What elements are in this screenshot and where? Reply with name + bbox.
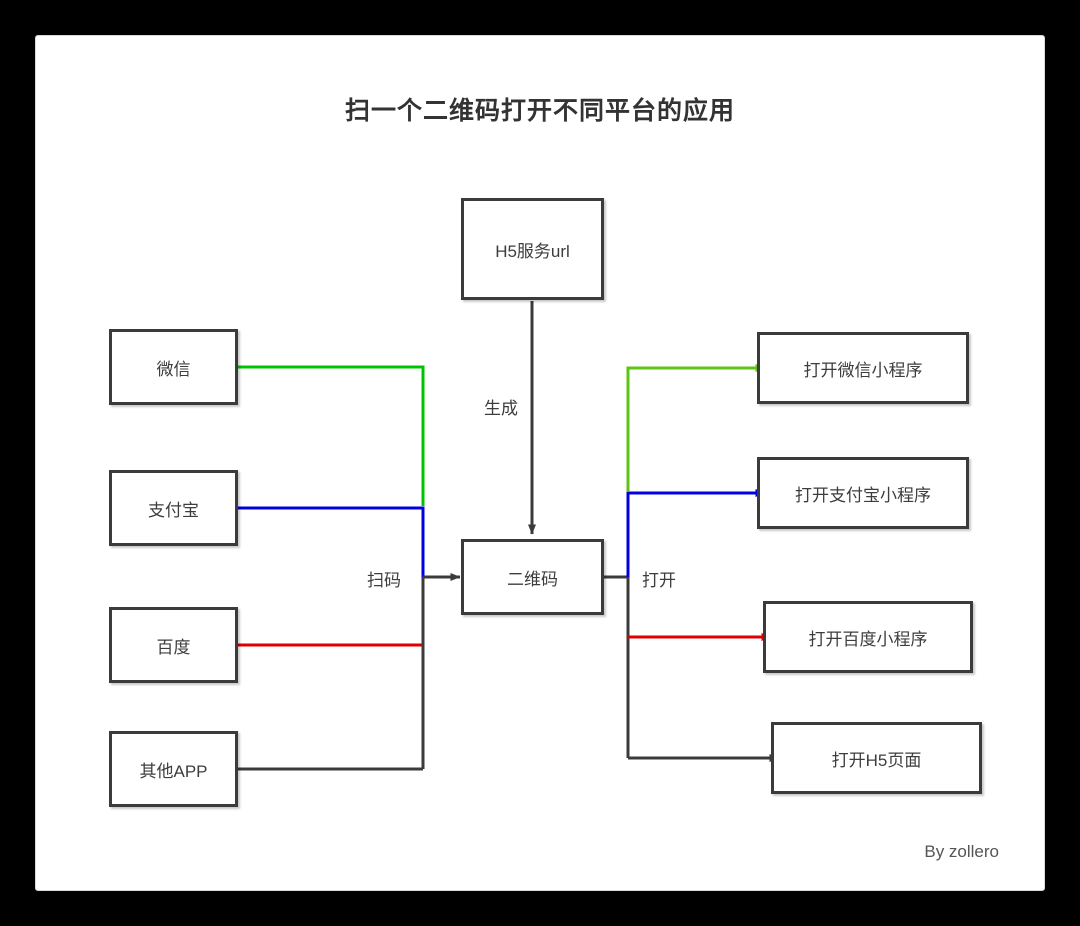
node-open-alipay-miniprogram[interactable]: 打开支付宝小程序 [757,457,969,529]
node-wechat[interactable]: 微信 [109,329,238,405]
node-alipay[interactable]: 支付宝 [109,470,238,546]
edge-wechat-to-bus [238,365,425,506]
node-open-baidu-miniprogram[interactable]: 打开百度小程序 [763,601,973,673]
edge-alipay-to-bus [238,506,425,577]
node-open-h5-page[interactable]: 打开H5页面 [771,722,982,794]
edge-bus-to-open-wechat [626,364,766,491]
page-title: 扫一个二维码打开不同平台的应用 [344,97,735,125]
node-other-app[interactable]: 其他APP [109,731,238,807]
edge-label-generate: 生成 [484,399,518,418]
diagram-card: 扫一个二维码打开不同平台的应用 [35,35,1045,891]
edge-label-scan: 扫码 [367,571,401,590]
node-open-wechat-miniprogram[interactable]: 打开微信小程序 [757,332,969,404]
author-credit: By zollero [924,842,999,861]
edge-label-open: 打开 [642,571,676,590]
node-h5-service-url[interactable]: H5服务url [461,198,604,300]
node-baidu[interactable]: 百度 [109,607,238,683]
connector-layer [238,301,780,771]
edge-bus-to-open-alipay [626,489,766,577]
node-qr-code[interactable]: 二维码 [461,539,604,615]
